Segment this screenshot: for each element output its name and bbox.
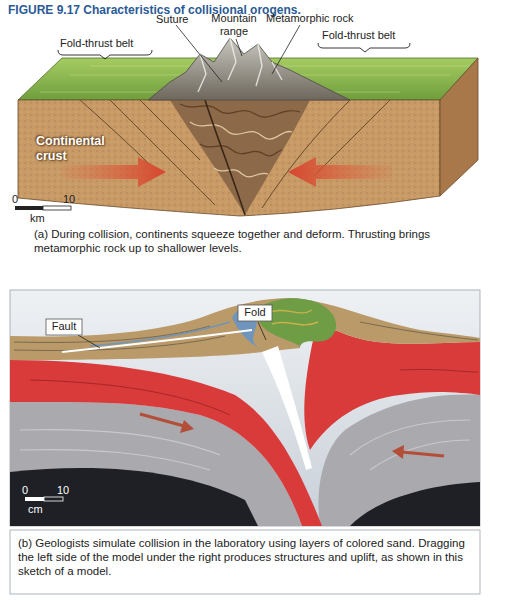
red-sand-layer [304,329,480,450]
thrust-fault [315,100,390,175]
fault-gap [262,346,312,470]
thrust-fault [80,100,150,165]
bracket [318,43,410,52]
push-arrow [288,157,392,187]
motion-arrow [140,414,184,426]
fold-streaks [270,310,318,325]
leader-line [78,335,100,348]
push-arrow [62,157,166,187]
thrust-fault [110,100,215,205]
part-label: Mountain range [206,12,262,38]
label-box [238,305,272,321]
panel-caption: (a) During collision, continents squeeze… [34,228,474,256]
suture-line [205,100,245,215]
label-box [46,319,82,335]
motion-arrow-head [392,445,404,459]
motion-arrow [402,452,444,456]
panel-caption: (b) Geologists simulate collision in the… [18,537,473,578]
folded-layer [190,122,292,139]
folded-layer [214,168,268,177]
crust-front-face [18,100,440,216]
leader-line [176,25,222,82]
upper-sand-wedge [10,298,480,360]
crust-side-face [440,58,478,196]
part-label: Metamorphic rock [266,12,353,25]
thrust-fault [262,100,350,208]
part-label: Fault [46,320,82,333]
scale-bar [44,497,63,501]
leader-line [272,25,300,74]
folded-layer [180,104,300,117]
part-label: Fold-thrust belt [60,37,133,50]
base-layer [350,482,480,526]
leader-line [258,322,266,340]
sand-streaks [30,369,478,415]
scale-number: 10 [57,484,69,497]
fault-line [62,330,252,352]
caption-box [10,530,480,594]
part-label: Fold [238,306,272,319]
scale-bar [25,497,44,501]
scale-number: 0 [22,484,28,497]
part-label: Suture [156,13,188,26]
deformed-core [170,100,310,215]
folded-layer [200,144,282,156]
base-layer [10,468,258,526]
scale-bar [15,206,43,210]
red-sand-layer [10,360,322,526]
scale-unit: cm [28,503,43,516]
model-background [10,290,480,526]
blue-layer [90,322,230,346]
part-label: Fold-thrust belt [322,29,395,42]
part-label: Continental crust [36,134,116,164]
thrust-fault [140,100,200,160]
bracket [58,50,152,59]
motion-arrow-head [180,420,194,433]
scale-bar [43,206,71,210]
leader-line [236,39,242,56]
sand-streaks [350,420,470,470]
scale-number: 0 [12,193,18,206]
scale-unit: km [30,212,45,225]
sand-streaks [20,430,220,470]
crust-texture [18,100,440,216]
scale-number: 10 [63,193,75,206]
mountain-ridges [198,38,282,92]
